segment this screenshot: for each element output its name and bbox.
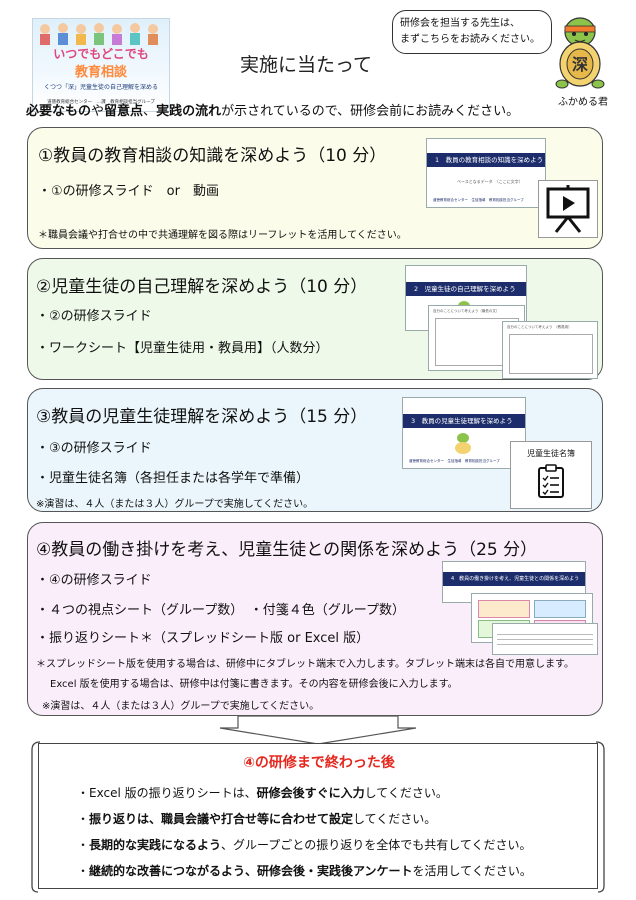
training-banner-image: いつでもどこでも 教育相談 くつつ「深」児童生徒の自己理解を深める 道徳教育総合… (32, 18, 170, 112)
roster-label: 児童生徒名簿 (527, 449, 575, 458)
after-bullet-2-b: 振り返りは、職員会議や打合せ等に合わせて設定 (89, 812, 354, 826)
speech-line-1: 研修会を担当する先生は、 (400, 18, 520, 29)
slide-3-mascot-icon (455, 433, 471, 454)
after-bullet-3-b: 長期的な実践になるよう (89, 838, 222, 852)
section-4-item-1: ・④の研修スライド (36, 573, 152, 588)
section-3-slide-thumbnail: 3 教員の児童生徒理解を深めよう 道徳教育総合センター 生徒指導 教育相談担当グ… (402, 397, 526, 469)
after-bullet-1-a: ・Excel 版の振り返りシートは、 (77, 786, 257, 800)
slide-1-footer: 道徳教育総合センター 生徒指導 教育相談担当グループ (433, 198, 524, 202)
intro-rest: が示されているので、研修会前にお読みください。 (221, 104, 520, 119)
after-bullet-4-c: を活用してください。 (412, 864, 532, 878)
after-bullet-2-a: ・ (77, 812, 90, 826)
clipboard-list-icon (538, 464, 564, 498)
section-1-slide-thumbnail: 1 教員の教育相談の知識を深めよう ベースとなるデータ （ここに文字） 道徳教育… (426, 138, 546, 208)
after-bullet-4: ・継続的な改善につながるよう、研修会後・実践後アンケートを活用してください。 (77, 862, 532, 879)
presentation-play-icon (538, 180, 598, 238)
section-3-title: ③教員の児童生徒理解を深めよう（15 分） (36, 407, 368, 427)
slide-1-subtitle: ベースとなるデータ （ここに文字） (457, 179, 523, 184)
speech-line-2: まずこちらをお読みください。 (400, 34, 540, 45)
section-2-item-2: ・ワークシート【児童生徒用・教員用】（人数分） (36, 341, 329, 356)
section-2-title: ②児童生徒の自己理解を深めよう（10 分） (36, 277, 368, 297)
section-4-item-2: ・４つの視点シート（グループ数） ・付箋４色（グループ数） (36, 603, 405, 618)
section-1-item-1: ・①の研修スライド or 動画 (38, 184, 219, 199)
after-bullet-4-a: ・ (77, 864, 90, 878)
section-2-item-1: ・②の研修スライド (36, 309, 152, 324)
after-training-title: ④の研修まで終わった後 (243, 755, 395, 771)
section-4-item-3: ・振り返りシート＊（スプレッドシート版 or Excel 版） (36, 631, 370, 646)
banner-line-1: いつでもどこでも (53, 47, 149, 61)
slide-3-title: 3 教員の児童生徒理解を深めよう (403, 414, 525, 428)
section-3-note: ※演習は、４人（または３人）グループで実施してください。 (36, 499, 314, 510)
intro-comma: 、 (143, 104, 157, 119)
after-bullet-2: ・振り返りは、職員会議や打合せ等に合わせて設定してください。 (77, 810, 436, 827)
section-4-note-3: ※演習は、４人（または３人）グループで実施してください。 (42, 701, 320, 712)
section-2-box: ②児童生徒の自己理解を深めよう（10 分） ・②の研修スライド ・ワークシート【… (27, 258, 603, 380)
section-1-note: ＊職員会議や打合せの中で共通理解を図る際はリーフレットを活用してください。 (38, 230, 407, 241)
section-1-title: ①教員の教育相談の知識を深めよう（10 分） (38, 146, 387, 166)
scroll-left-curl-icon (31, 741, 41, 893)
intro-connector: や (91, 104, 105, 119)
section-4-note-2: Excel 版を使用する場合は、研修中は付箋に書きます。その内容を研修会後に入力… (50, 679, 458, 690)
section-2-worksheet-teacher: 自分のことについて考えよう （教員用） (502, 321, 598, 379)
after-training-scroll: ④の研修まで終わった後 ・Excel 版の振り返りシートは、研修会後すぐに入力し… (38, 743, 598, 889)
banner-line-2: 教育相談 (74, 65, 127, 80)
slide-4-title: 4 教員の働き掛けを考え、児童生徒との関係を深めよう (443, 572, 585, 586)
after-bullet-4-b: 継続的な改善につながるよう、研修会後・実践後アンケート (89, 864, 413, 878)
intro-keyword-flow: 実践の流れ (156, 104, 222, 119)
worksheet-teacher-title: 自分のことについて考えよう （教員用） (507, 325, 572, 329)
slide-3-footer: 道徳教育総合センター 生徒指導 教育相談担当グループ (409, 459, 500, 463)
down-arrow-icon (219, 716, 417, 745)
slide-2-title: 2 児童生徒の自己理解を深めよう (406, 282, 526, 296)
section-4-box: ④教員の働き掛けを考え、児童生徒との関係を深めよう（25 分） ・④の研修スライ… (27, 522, 603, 716)
section-4-title: ④教員の働き掛けを考え、児童生徒との関係を深めよう（25 分） (36, 540, 538, 560)
roster-card: 児童生徒名簿 (510, 441, 592, 509)
page-title: 実施に当たって (240, 54, 373, 76)
intro-text: 必要なものや留意点、実践の流れが示されているので、研修会前にお読みください。 (26, 100, 519, 119)
section-3-item-2: ・児童生徒名簿（各担任または各学年で準備） (36, 471, 310, 486)
slide-1-title: 1 教員の教育相談の知識を深めよう (427, 153, 545, 167)
after-bullet-3: ・長期的な実践になるよう、グループごとの振り返りを全体でも共有してください。 (77, 836, 531, 853)
intro-keyword-notes: 留意点 (104, 104, 144, 119)
scroll-right-curl-icon (595, 741, 605, 893)
people-illustration-icon (40, 23, 158, 45)
section-4-note-1: ＊スプレッドシート版を使用する場合は、研修中にタブレット端末で入力します。タブレ… (36, 659, 574, 670)
section-1-box: ①教員の教育相談の知識を深めよう（10 分） ・①の研修スライド or 動画 ＊… (27, 127, 603, 249)
banner-line-3: くつつ「深」児童生徒の自己理解を深める (43, 84, 158, 91)
banner-line-4: 道徳教育総合センター …課 教育相談担当グループ (47, 100, 155, 105)
intro-keyword-needs: 必要なもの (26, 104, 92, 119)
after-bullet-3-a: ・ (77, 838, 90, 852)
worksheet-student-title: 自分のことについて考えよう（最低の文） (433, 309, 500, 313)
section-3-item-1: ・③の研修スライド (36, 441, 152, 456)
after-bullet-2-c: してください。 (353, 812, 437, 826)
speech-bubble: 研修会を担当する先生は、 まずこちらをお読みください。 (392, 10, 552, 54)
after-bullet-3-c: 、グループごとの振り返りを全体でも共有してください。 (221, 838, 532, 852)
after-bullet-1-b: 研修会後すぐに入力 (256, 786, 365, 800)
after-bullet-1: ・Excel 版の振り返りシートは、研修会後すぐに入力してください。 (77, 784, 448, 801)
mascot-shell-char: 深 (572, 55, 588, 74)
after-bullet-1-c: してください。 (364, 786, 448, 800)
mascot-name: ふかめる君 (558, 97, 608, 108)
mascot-turtle-icon: 深 (555, 17, 605, 89)
section-4-reflection-sheet (492, 623, 598, 655)
section-3-box: ③教員の児童生徒理解を深めよう（15 分） ・③の研修スライド ・児童生徒名簿（… (27, 388, 603, 512)
